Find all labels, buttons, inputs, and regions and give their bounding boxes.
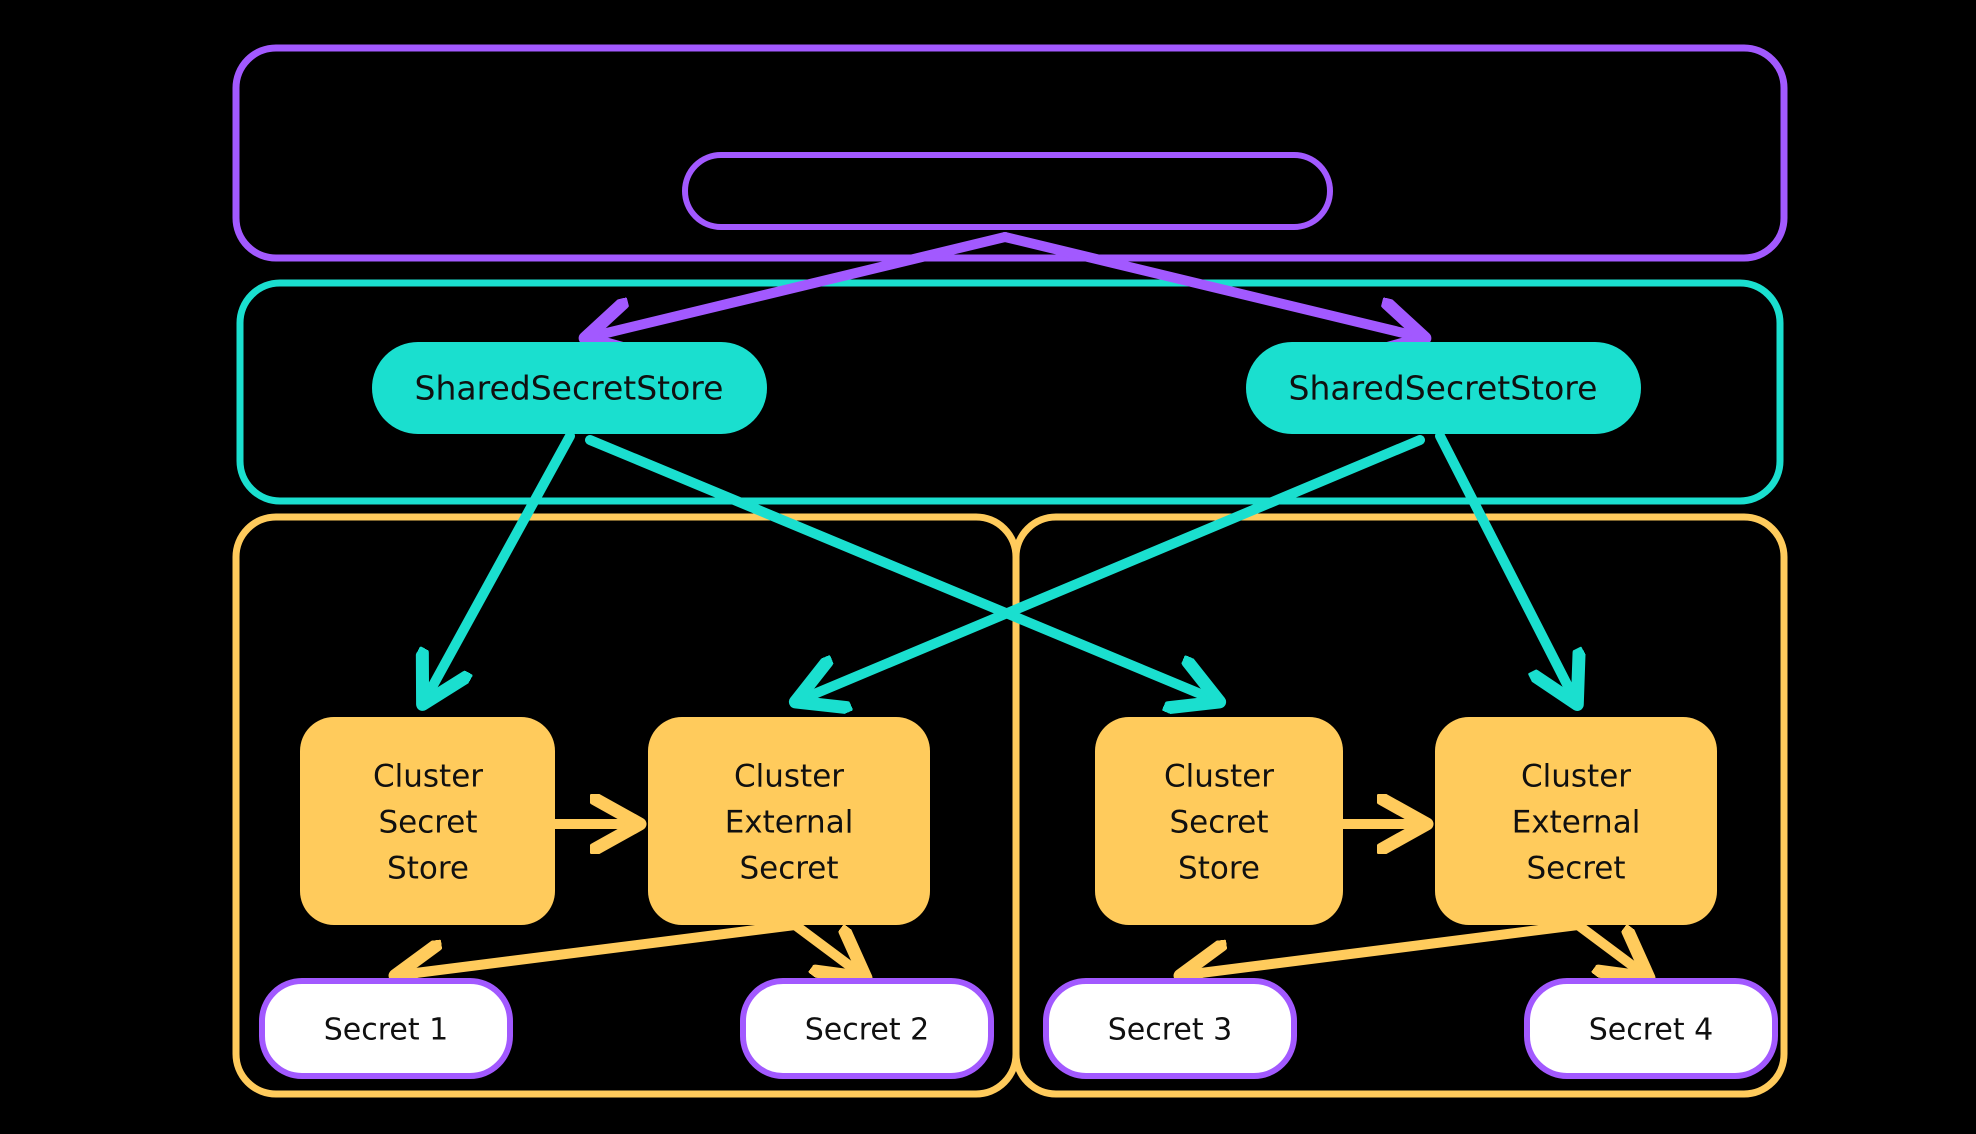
- cluster-secret-store-left[interactable]: Cluster Secret Store: [300, 717, 555, 925]
- edge-cluster-external-secret-right-to-secret-4: [1573, 920, 1645, 975]
- cluster-secret-store-left-line3: Store: [387, 851, 469, 887]
- outer-purple-container: [232, 44, 1788, 262]
- cluster-external-secret-right-line1: Cluster: [1521, 759, 1631, 795]
- shared-secret-store-right-box[interactable]: [1246, 342, 1641, 434]
- edge-cluster-external-secret-right-to-secret-3: [1185, 920, 1583, 975]
- secret-2[interactable]: Secret 2: [740, 978, 994, 1079]
- cluster-secret-store-left-line1: Cluster: [373, 759, 483, 795]
- shared-secret-store-left-box[interactable]: [372, 342, 767, 434]
- shared-secret-store-right[interactable]: SharedSecretStore: [1246, 342, 1641, 434]
- cluster-external-secret-left[interactable]: Cluster External Secret: [648, 717, 930, 925]
- cluster-secret-store-right-box[interactable]: [1095, 717, 1343, 925]
- cluster-external-secret-right[interactable]: Cluster External Secret: [1435, 717, 1717, 925]
- cluster-secret-store-left-box[interactable]: [300, 717, 555, 925]
- cluster-external-secret-left-line2: External: [725, 805, 854, 841]
- edge-shared-right-to-cluster-external-secret-right: [1435, 431, 1575, 700]
- cluster-external-secret-left-box[interactable]: [648, 717, 930, 925]
- secret-3-label: Secret 3: [1108, 1013, 1233, 1048]
- secret-3[interactable]: Secret 3: [1043, 978, 1297, 1079]
- edge-shared-left-to-cluster-secret-store-left: [425, 431, 575, 700]
- secret-2-label: Secret 2: [805, 1013, 930, 1048]
- secret-1-label: Secret 1: [324, 1013, 449, 1048]
- shared-secret-store-left[interactable]: SharedSecretStore: [372, 342, 767, 434]
- teal-container: [236, 279, 1784, 505]
- secret-1-box[interactable]: [259, 978, 513, 1079]
- shared-secret-store-right-label: SharedSecretStore: [1289, 369, 1598, 408]
- edge-inner-purple-to-shared-store-left: [590, 232, 1010, 337]
- cluster-external-secret-right-line3: Secret: [1526, 851, 1625, 887]
- edge-shared-right-to-cluster-external-secret-left: [800, 435, 1425, 700]
- cluster-secret-store-right-line1: Cluster: [1164, 759, 1274, 795]
- secret-3-box[interactable]: [1043, 978, 1297, 1079]
- secret-4[interactable]: Secret 4: [1524, 978, 1778, 1079]
- cluster-external-secret-right-line2: External: [1512, 805, 1641, 841]
- secret-4-box[interactable]: [1524, 978, 1778, 1079]
- edge-cluster-external-secret-left-to-secret-1: [400, 920, 800, 975]
- edge-inner-purple-to-shared-store-right: [1000, 232, 1420, 337]
- secret-1[interactable]: Secret 1: [259, 978, 513, 1079]
- shared-secret-store-left-label: SharedSecretStore: [415, 369, 724, 408]
- cluster-secret-store-right[interactable]: Cluster Secret Store: [1095, 717, 1343, 925]
- right-orange-container: [1012, 513, 1788, 1098]
- inner-purple-node[interactable]: [682, 152, 1333, 230]
- cluster-secret-store-left-line2: Secret: [378, 805, 477, 841]
- edge-cluster-external-secret-left-to-secret-2: [790, 920, 862, 975]
- edge-shared-left-to-cluster-secret-store-right: [585, 435, 1215, 700]
- secret-4-label: Secret 4: [1589, 1013, 1714, 1048]
- cluster-secret-store-right-line2: Secret: [1169, 805, 1268, 841]
- cluster-external-secret-left-line3: Secret: [739, 851, 838, 887]
- cluster-secret-store-right-line3: Store: [1178, 851, 1260, 887]
- cluster-external-secret-left-line1: Cluster: [734, 759, 844, 795]
- secret-2-box[interactable]: [740, 978, 994, 1079]
- cluster-external-secret-right-box[interactable]: [1435, 717, 1717, 925]
